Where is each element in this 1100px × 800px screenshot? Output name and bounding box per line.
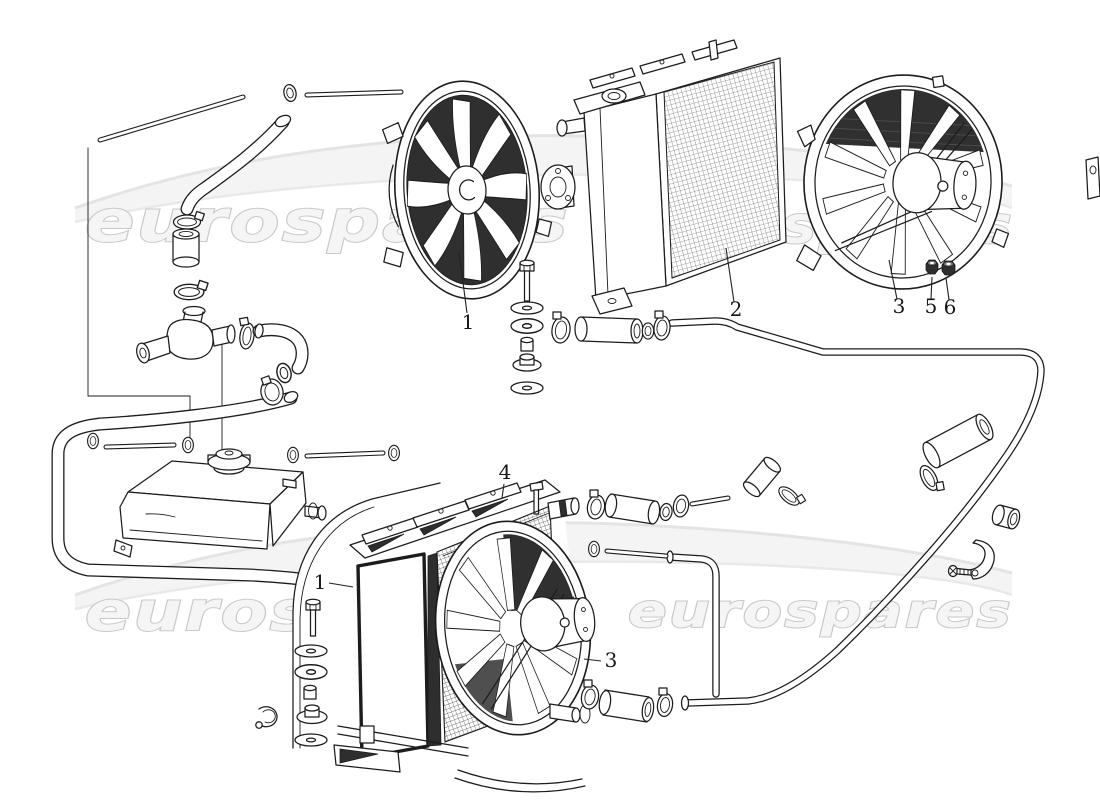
diagonal-hose-piece [922, 413, 994, 469]
fan-motor [892, 152, 977, 214]
pipe-tee-branch [666, 550, 720, 698]
o-ring [281, 82, 299, 104]
o-ring [658, 502, 674, 522]
o-ring [588, 540, 600, 558]
fan-lower-strap [454, 769, 586, 793]
watermark-text: eurospares [628, 584, 1013, 638]
hex-bolt [519, 259, 535, 302]
callout-4-bracket: 4 [499, 460, 512, 484]
hose-clamp [551, 311, 571, 344]
washer [510, 301, 544, 315]
curved-hose-upper [180, 114, 292, 216]
callout-2-radiator: 2 [730, 297, 743, 321]
circlip [255, 706, 278, 729]
three-way-union [136, 305, 236, 364]
callout-6-nut: 6 [944, 295, 957, 319]
radiator-foot-bracket [591, 287, 633, 315]
rail-brackets [361, 482, 522, 553]
rubber-mount [296, 704, 328, 725]
lower-fasteners [255, 598, 328, 747]
washer [510, 318, 544, 334]
spacer-bush [303, 684, 317, 700]
hose-clamp [775, 480, 808, 512]
fan-motor-assembly-upper [796, 74, 1010, 290]
callout-1-lower-radiator: 1 [314, 570, 327, 594]
callout-3-upper-motor: 3 [893, 294, 906, 318]
fan-mounting-tab [796, 124, 816, 148]
hose-clamp [260, 375, 284, 406]
cooling-fan-upper [381, 80, 553, 300]
radiator-upper [540, 39, 787, 315]
lower-radiator-assembly [292, 470, 596, 793]
hose-clamp [173, 279, 209, 301]
hex-bolt [529, 481, 544, 515]
lock-nut [925, 259, 939, 275]
fan-mounting-tab [381, 122, 404, 145]
nut [941, 260, 956, 276]
hose-clamp [672, 494, 690, 518]
washer [510, 381, 544, 395]
filler-cap [207, 448, 251, 475]
bleed-pipe-row-left [87, 432, 194, 454]
fan-motor [520, 596, 596, 652]
washer [294, 733, 328, 747]
rigid-water-pipe-right [668, 317, 1045, 711]
bleed-pipe-row-middle [287, 444, 400, 464]
tank-slot [145, 513, 176, 518]
hose-clamp [653, 310, 671, 341]
hose-clamp [238, 316, 255, 350]
hose-clamp [656, 687, 674, 718]
support-clip [359, 725, 375, 744]
callout-1-upper-fan: 1 [462, 310, 475, 334]
upper-fan-fasteners [510, 259, 544, 395]
callouts: 1 2 3 5 6 4 1 3 [314, 247, 957, 672]
mounting-flange [540, 164, 576, 210]
expansion-tank [113, 448, 327, 558]
lower-hose-row-upper-assembly [551, 310, 671, 344]
radiator-top-brackets [589, 39, 738, 89]
hose-clamp [580, 679, 600, 710]
radiator-stub-top [547, 497, 580, 520]
bushing [991, 504, 1021, 530]
hose-clamp [915, 460, 948, 498]
hose-row-d [586, 489, 731, 525]
car-swoosh-shape [75, 522, 1012, 609]
fan-mounting-tab [383, 247, 404, 268]
fan-mounting-tab [991, 228, 1010, 248]
tank-stub [282, 478, 297, 489]
fan-mounting-bracket [796, 244, 822, 272]
spacer-bush [520, 336, 534, 352]
callout-3-lower-motor: 3 [605, 648, 618, 672]
upper-right-connector [742, 456, 782, 498]
hose-row-f [580, 679, 674, 723]
foot-bracket [333, 744, 401, 773]
fan-rim-bolt [931, 75, 945, 89]
radiator-hose-stub [556, 117, 586, 137]
hose-piece [598, 689, 655, 723]
tank-outlet [304, 502, 327, 521]
edge-bracket [1085, 156, 1100, 200]
hose-piece [604, 493, 661, 525]
washer [294, 644, 328, 658]
hex-bolt [305, 598, 321, 637]
fan-mounting-tab [535, 218, 553, 238]
hose-row-e [588, 540, 669, 559]
tank-foot [113, 539, 133, 558]
elbow-hose [252, 323, 309, 375]
radiator-side-tank [583, 93, 667, 301]
fan-motor-assembly-lower [434, 520, 596, 736]
rubber-mount [512, 353, 542, 372]
fixing-screw [947, 564, 972, 578]
hose-clamp [586, 489, 606, 520]
callout-5-locknut: 5 [925, 294, 938, 318]
spacer-sleeve [172, 228, 200, 268]
o-ring [641, 322, 655, 340]
hose-piece [574, 316, 644, 344]
washer [294, 664, 328, 680]
top-left-pipes [97, 82, 404, 143]
